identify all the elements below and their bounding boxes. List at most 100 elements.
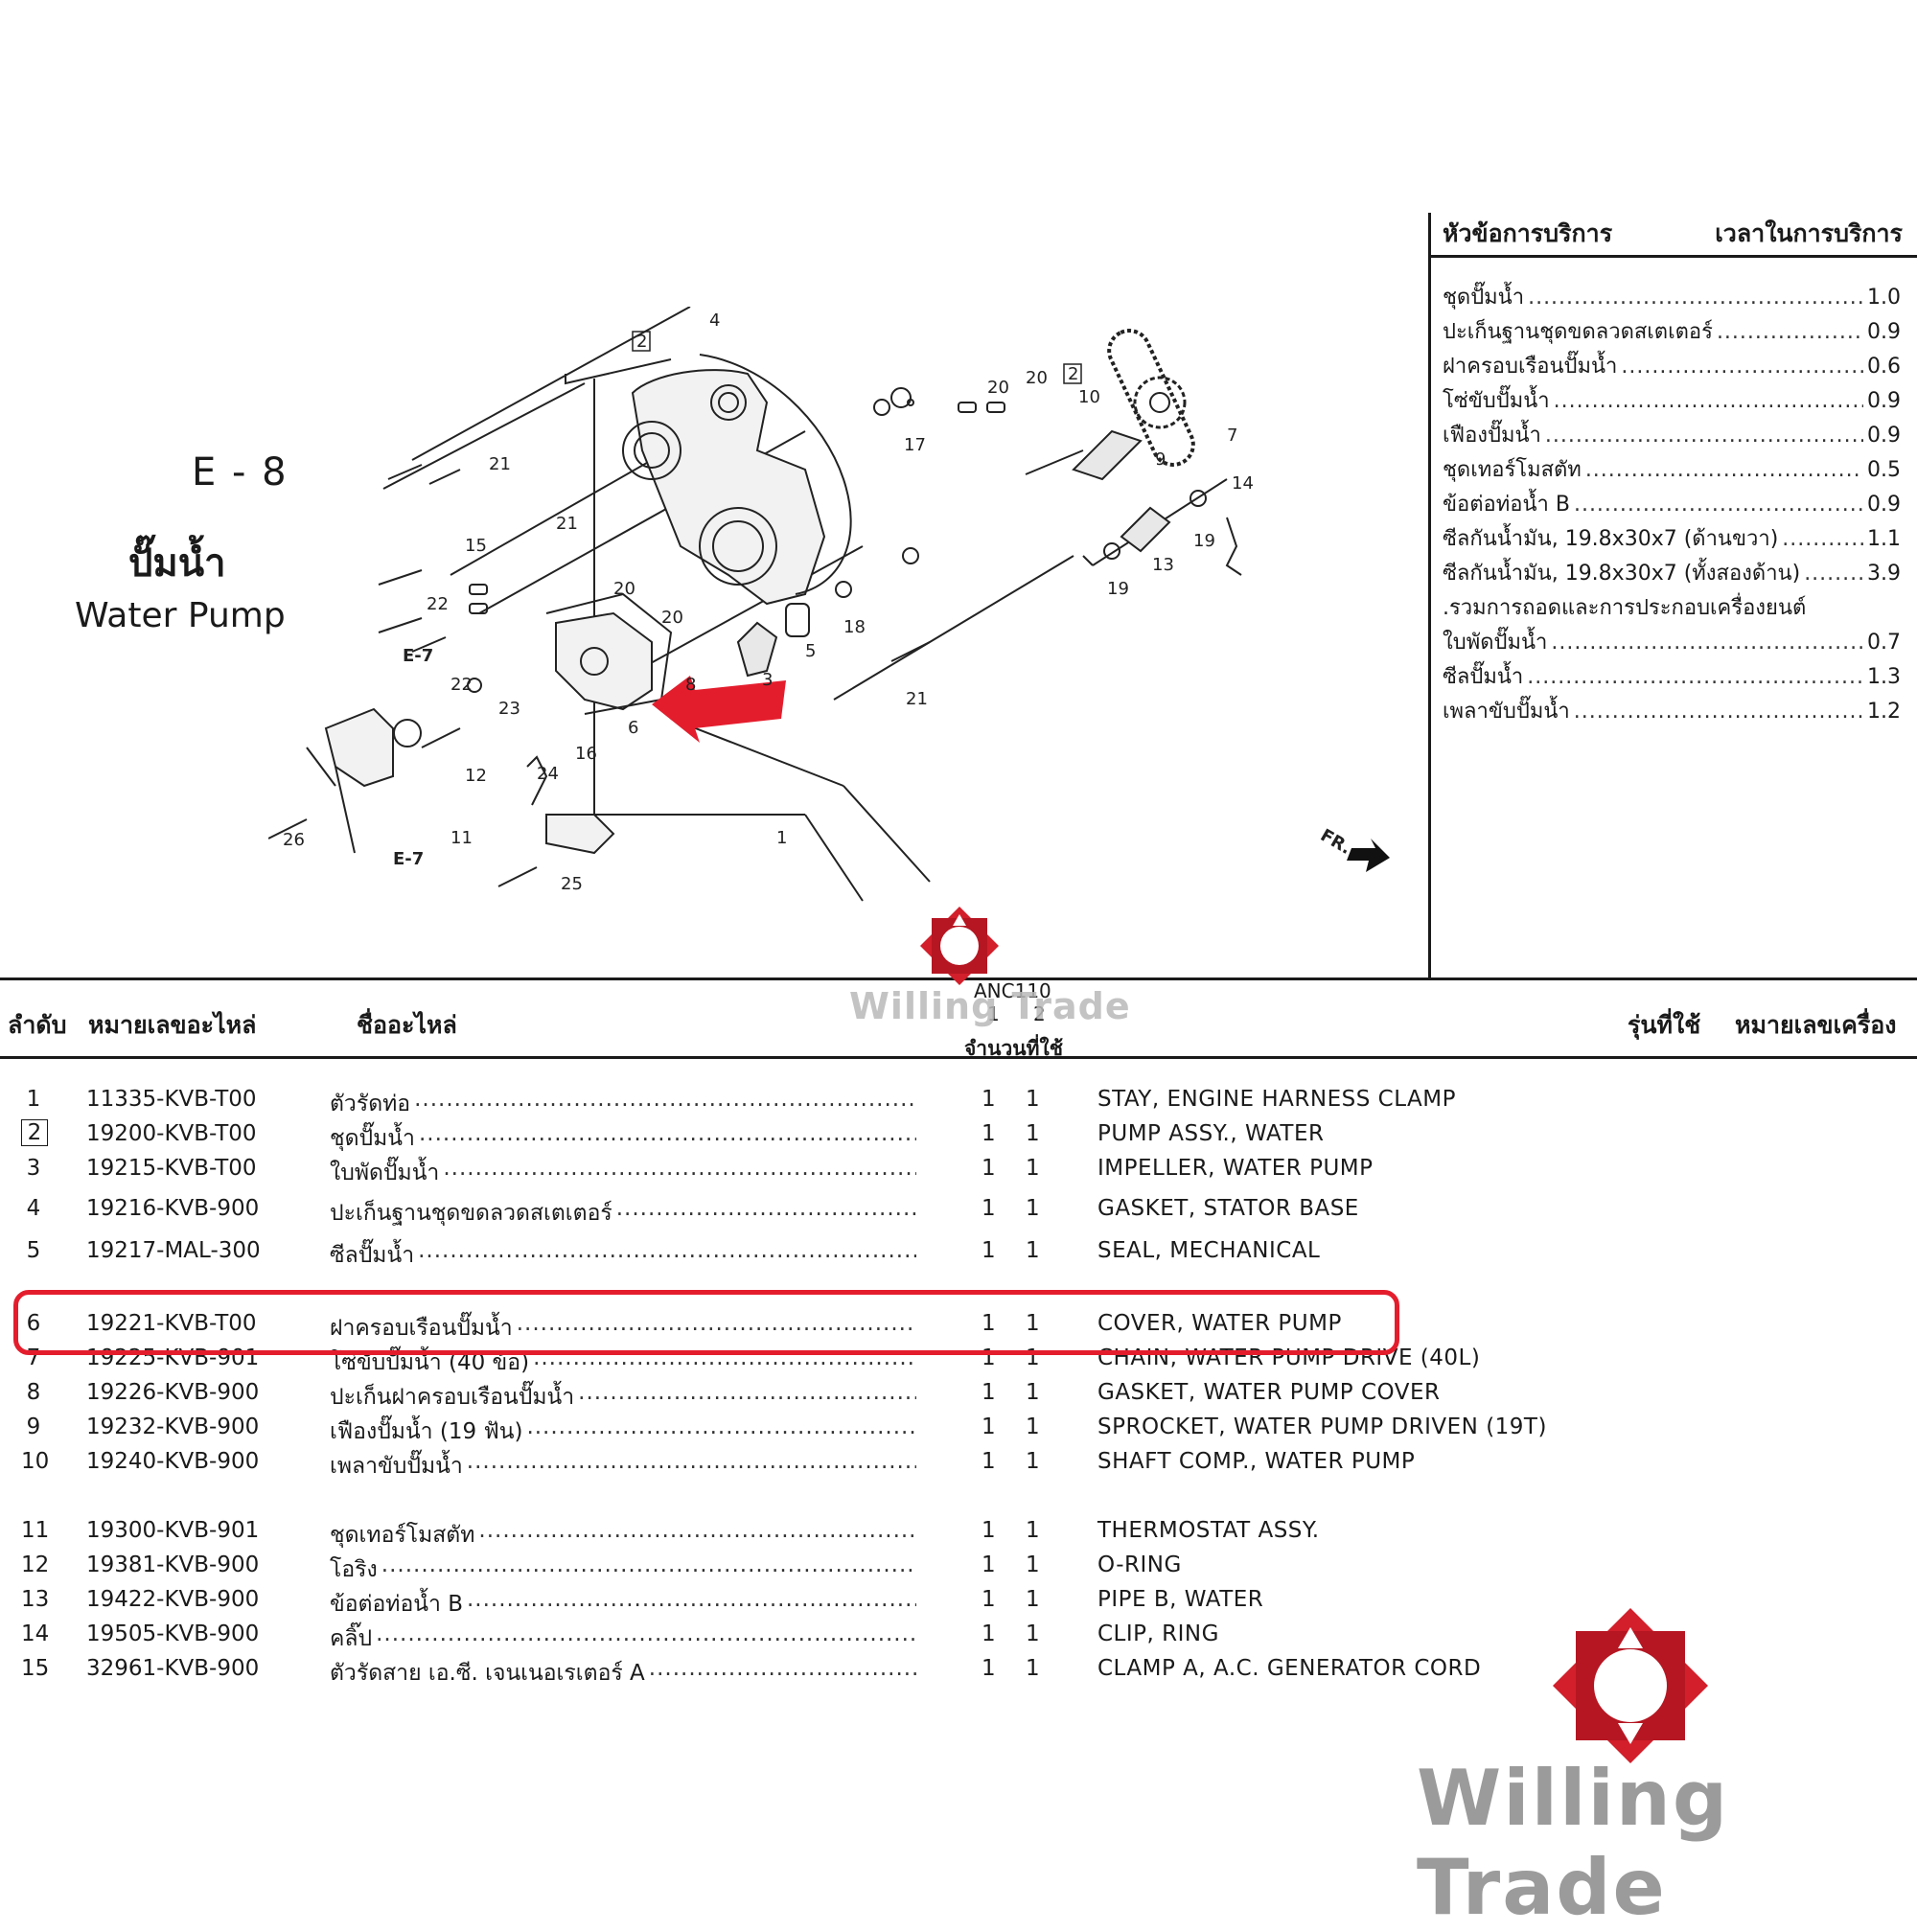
table-row: 4 19216-KVB-900 ปะเก็นฐานชุดขดลวดสเตเตอร์.… [0, 1196, 1917, 1229]
part-name-english: O-RING [1097, 1552, 1182, 1577]
svg-text:7: 7 [1227, 426, 1237, 446]
svg-text:9: 9 [1155, 449, 1166, 470]
svg-text:FR.: FR. [1317, 825, 1354, 859]
quantity-1: 1 [982, 1622, 996, 1646]
part-name-thai: เฟืองปั๊มน้ำ (19 ฟัน) [330, 1419, 523, 1444]
service-item-time: 0.6 [1867, 355, 1901, 379]
service-item-time: 1.0 [1867, 286, 1901, 310]
quantity-1: 1 [982, 1121, 996, 1146]
part-number: 11335-KVB-T00 [86, 1087, 257, 1112]
leader-dots: ........................................… [1553, 389, 1863, 413]
part-name-thai: ข้อต่อท่อน้ำ B [330, 1592, 463, 1617]
svg-text:5: 5 [805, 641, 816, 661]
svg-text:1: 1 [776, 828, 787, 848]
row-number: 15 [21, 1656, 50, 1681]
column-header-no: ลำดับ [8, 1011, 67, 1039]
part-name-english: CHAIN, WATER PUMP DRIVE (40L) [1097, 1346, 1481, 1370]
part-name-english: GASKET, STATOR BASE [1097, 1196, 1359, 1221]
service-item-label: ชุดปั๊มน้ำ [1443, 286, 1525, 310]
leader-dots: ........................................… [516, 1311, 916, 1336]
row-number: 11 [21, 1518, 50, 1543]
svg-text:20: 20 [661, 608, 683, 628]
svg-text:20: 20 [1026, 368, 1048, 388]
quantity-1: 1 [982, 1449, 996, 1474]
svg-text:20: 20 [987, 378, 1009, 398]
leader-dots: ........................................… [376, 1622, 916, 1646]
svg-text:4: 4 [709, 310, 720, 331]
leader-dots: ........................................… [615, 1196, 916, 1221]
quantity-1: 1 [982, 1656, 996, 1681]
part-name-thai: ตัวรัดสาย เอ.ซี. เจนเนอเรเตอร์ A [330, 1661, 645, 1686]
part-name-thai-cell: ใบพัดปั๊มน้ำ............................… [330, 1156, 916, 1190]
service-item-label: ชุดเทอร์โมสตัท [1443, 458, 1582, 482]
leader-dots: ........................................… [578, 1380, 916, 1405]
row-number: 13 [21, 1587, 50, 1612]
svg-text:19: 19 [1107, 579, 1129, 599]
quantity-2: 1 [1026, 1622, 1040, 1646]
part-name-thai-cell: ตัวรัดสาย เอ.ซี. เจนเนอเรเตอร์ A........… [330, 1656, 916, 1690]
quantity-2: 1 [1026, 1449, 1040, 1474]
quantity-1: 1 [982, 1087, 996, 1112]
part-name-english: STAY, ENGINE HARNESS CLAMP [1097, 1087, 1456, 1112]
svg-text:25: 25 [561, 874, 583, 894]
part-name-thai: ใบพัดปั๊มน้ำ [330, 1161, 440, 1185]
row-number: 4 [26, 1196, 41, 1221]
service-item-label: ใบพัดปั๊มน้ำ [1443, 631, 1548, 655]
part-name-english: GASKET, WATER PUMP COVER [1097, 1380, 1441, 1405]
quantity-2: 1 [1026, 1414, 1040, 1439]
column-header-part-number: หมายเลขอะไหล่ [88, 1011, 257, 1039]
service-time-list: ชุดปั๊มน้ำ..............................… [1443, 280, 1901, 728]
part-name-thai-cell: ชุดปั๊มน้ำ..............................… [330, 1121, 916, 1156]
quantity-1: 1 [982, 1238, 996, 1263]
service-item: ชุดปั๊มน้ำ..............................… [1443, 280, 1901, 314]
part-name-thai: ปะเก็นฝาครอบเรือนปั๊มน้ำ [330, 1385, 575, 1410]
service-item-time: 0.9 [1867, 320, 1901, 344]
service-item-label: ซีลกันน้ำมัน, 19.8x30x7 (ทั้งสองด้าน) [1443, 562, 1801, 586]
part-number: 32961-KVB-900 [86, 1656, 260, 1681]
part-name-thai-cell: โอริง...................................… [330, 1552, 916, 1587]
svg-text:6: 6 [628, 718, 638, 738]
part-number: 19300-KVB-901 [86, 1518, 260, 1543]
service-item-time: 1.2 [1867, 700, 1901, 724]
part-name-thai: ปะเก็นฐานชุดขดลวดสเตเตอร์ [330, 1201, 612, 1226]
service-item: .รวมการถอดและการประกอบเครื่องยนต์ [1443, 590, 1901, 625]
service-header-rule [1431, 255, 1917, 258]
svg-text:E-7: E-7 [403, 646, 433, 666]
part-name-thai: ชุดเทอร์โมสตัท [330, 1523, 475, 1548]
svg-text:21: 21 [906, 689, 928, 709]
row-number: 12 [21, 1552, 50, 1577]
service-item-label: เพลาขับปั๊มน้ำ [1443, 700, 1570, 724]
leader-dots: ........................................… [443, 1156, 916, 1181]
service-item-label: ซีลกันน้ำมัน, 19.8x30x7 (ด้านขวา) [1443, 527, 1779, 551]
leader-dots: ........................................… [381, 1552, 916, 1577]
svg-text:22: 22 [427, 594, 449, 614]
service-item-time: 3.9 [1867, 562, 1901, 586]
part-number: 19240-KVB-900 [86, 1449, 260, 1474]
part-name-thai-cell: ปะเก็นฝาครอบเรือนปั๊มน้ำ................… [330, 1380, 916, 1414]
svg-text:19: 19 [1193, 531, 1215, 551]
service-item-time: 0.9 [1867, 389, 1901, 413]
service-item-label: เฟืองปั๊มน้ำ [1443, 424, 1541, 448]
service-item-time: 1.3 [1867, 665, 1901, 689]
quantity-2: 1 [1026, 1156, 1040, 1181]
watermark-logo-small-icon [920, 907, 999, 985]
part-name-thai: ซีลปั๊มน้ำ [330, 1243, 415, 1268]
row-number: 8 [26, 1380, 41, 1405]
part-number: 19221-KVB-T00 [86, 1311, 257, 1336]
svg-text:23: 23 [498, 699, 520, 719]
service-item: ฝาครอบเรือนปั๊มน้ำ......................… [1443, 349, 1901, 383]
leader-dots: ........................................… [418, 1121, 916, 1146]
service-item-time: 0.5 [1867, 458, 1901, 482]
svg-text:12: 12 [465, 766, 487, 786]
part-number: 19216-KVB-900 [86, 1196, 260, 1221]
row-number: 9 [26, 1414, 41, 1439]
service-item: ปะเก็นฐานชุดขดลวดสเตเตอร์...............… [1443, 314, 1901, 349]
service-header-item: หัวข้อการบริการ [1443, 219, 1613, 247]
